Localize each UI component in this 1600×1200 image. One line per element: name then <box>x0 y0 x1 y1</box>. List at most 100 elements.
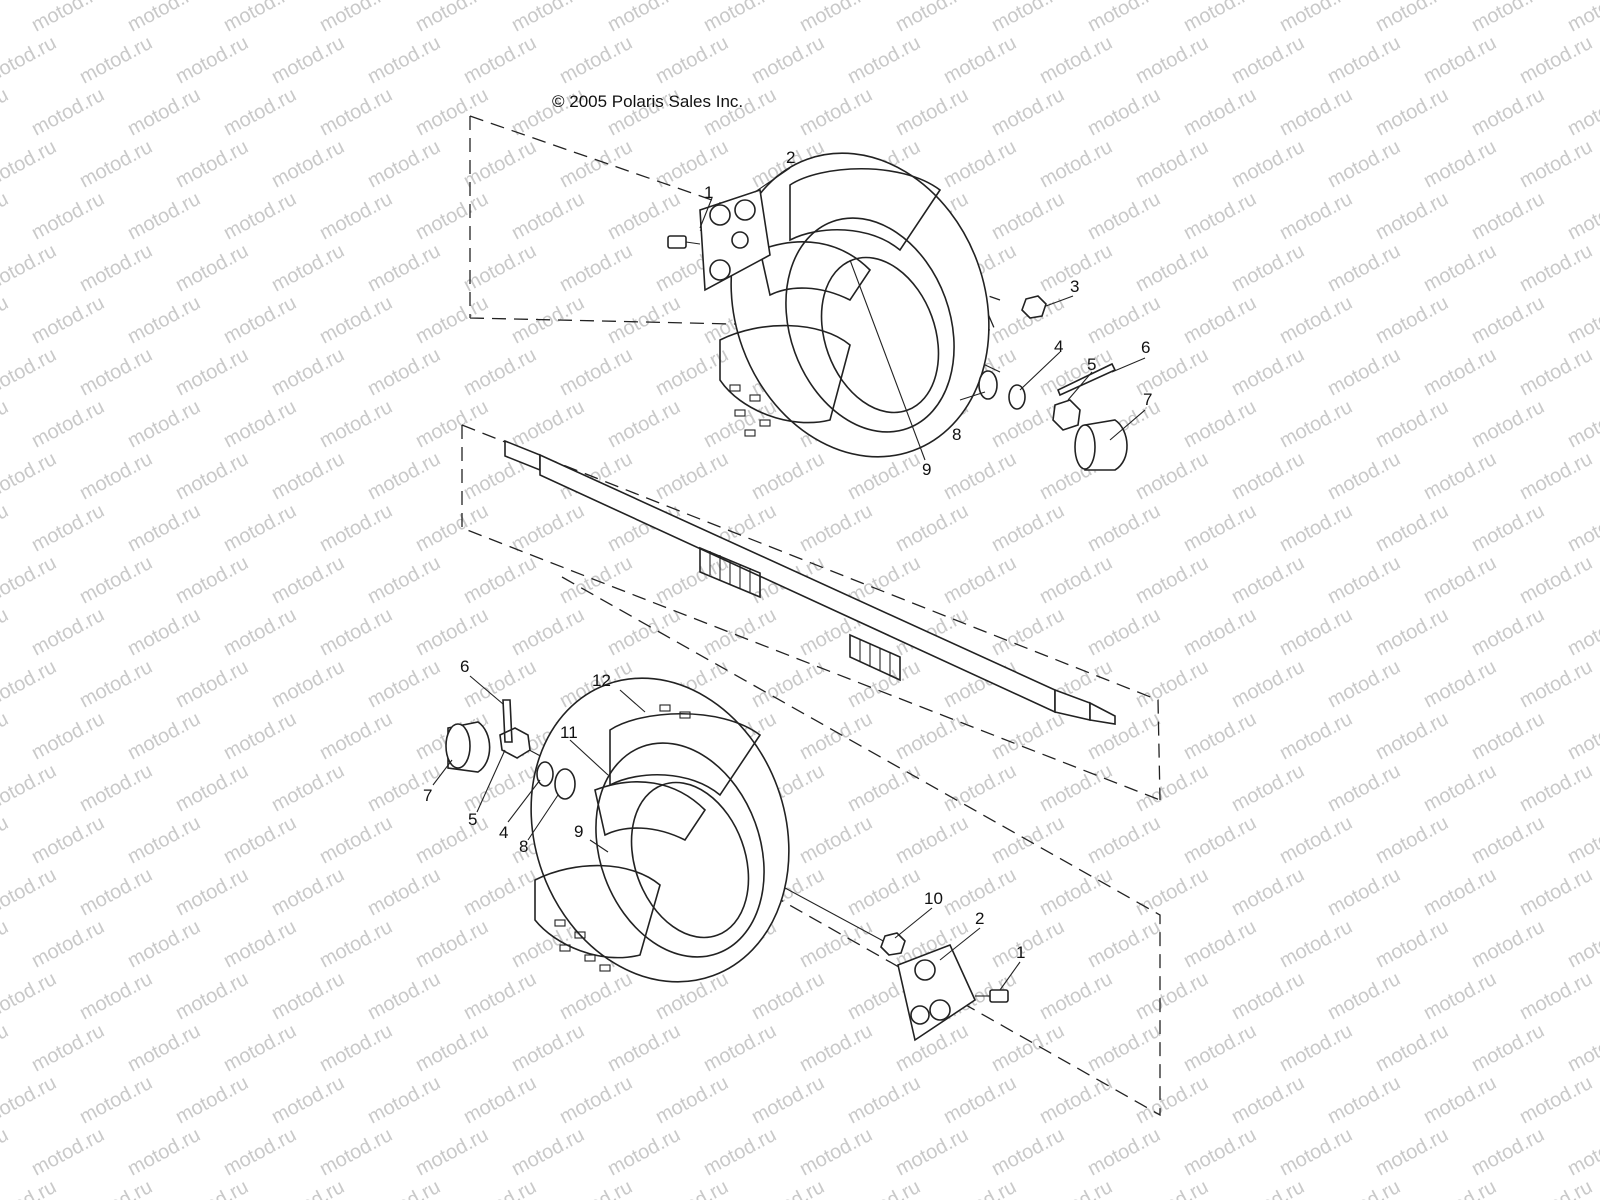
watermark-text: motod.ru <box>844 656 924 712</box>
watermark-text: motod.ru <box>1276 188 1356 244</box>
watermark-text: motod.ru <box>1564 1020 1600 1076</box>
callouts: 1 2 3 4 5 6 7 8 9 6 12 11 7 5 4 8 9 10 2… <box>423 148 1152 962</box>
bottom-tire <box>530 677 790 983</box>
watermark-text: motod.ru <box>604 396 684 452</box>
watermark-text: motod.ru <box>1180 1124 1260 1180</box>
watermark-text: motod.ru <box>652 1176 732 1200</box>
watermark-text: motod.ru <box>1228 552 1308 608</box>
watermark-text: motod.ru <box>1564 84 1600 140</box>
watermark-text: motod.ru <box>1228 864 1308 920</box>
bottom-castle-nut <box>499 727 531 759</box>
watermark-text: motod.ru <box>1228 760 1308 816</box>
watermark-text: motod.ru <box>1564 812 1600 868</box>
watermark-text: motod.ru <box>1372 0 1452 36</box>
watermark-text: motod.ru <box>76 448 156 504</box>
watermark-text: motod.ru <box>604 1020 684 1076</box>
watermark-text: motod.ru <box>364 1072 444 1128</box>
watermark-text: motod.ru <box>1132 864 1212 920</box>
watermark-text: motod.ru <box>412 1020 492 1076</box>
watermark-text: motod.ru <box>124 500 204 556</box>
watermark-text: motod.ru <box>1276 708 1356 764</box>
watermark-text: motod.ru <box>220 1020 300 1076</box>
watermark-text: motod.ru <box>844 760 924 816</box>
watermark-text: motod.ru <box>0 916 12 972</box>
watermark-text: motod.ru <box>1036 552 1116 608</box>
callout-top-7: 7 <box>1143 390 1152 409</box>
watermark-text: motod.ru <box>268 344 348 400</box>
callout-top-8: 8 <box>952 425 961 444</box>
watermark-text: motod.ru <box>796 812 876 868</box>
watermark-text: motod.ru <box>1324 1072 1404 1128</box>
watermark-text: motod.ru <box>460 240 540 296</box>
watermark-text: motod.ru <box>1228 448 1308 504</box>
watermark-text: motod.ru <box>1516 448 1596 504</box>
watermark-text: motod.ru <box>1084 1124 1164 1180</box>
watermark-text: motod.ru <box>940 448 1020 504</box>
bottom-wheel-assembly <box>445 576 1161 1117</box>
watermark-text: motod.ru <box>460 1072 540 1128</box>
watermark-text: motod.ru <box>268 448 348 504</box>
watermark-text: motod.ru <box>988 500 1068 556</box>
watermark-text: motod.ru <box>1228 1176 1308 1200</box>
watermark-text: motod.ru <box>1180 604 1260 660</box>
watermark-text: motod.ru <box>796 1020 876 1076</box>
watermark-text: motod.ru <box>1084 0 1164 36</box>
watermark-text: motod.ru <box>1468 916 1548 972</box>
watermark-text: motod.ru <box>76 1176 156 1200</box>
watermark-text: motod.ru <box>556 136 636 192</box>
watermark-text: motod.ru <box>1372 84 1452 140</box>
watermark-text: motod.ru <box>76 552 156 608</box>
watermark-text: motod.ru <box>364 136 444 192</box>
watermark-text: motod.ru <box>316 0 396 36</box>
watermark-text: motod.ru <box>940 1176 1020 1200</box>
watermark-text: motod.ru <box>892 0 972 36</box>
leader-lines <box>432 167 1146 991</box>
watermark-text: motod.ru <box>1372 500 1452 556</box>
watermark-text: motod.ru <box>172 760 252 816</box>
watermark-text: motod.ru <box>508 188 588 244</box>
watermark-text: motod.ru <box>0 500 12 556</box>
watermark-text: motod.ru <box>1516 968 1596 1024</box>
watermark-text: motod.ru <box>220 812 300 868</box>
watermark-text: motod.ru <box>748 1072 828 1128</box>
callout-bottom-7: 7 <box>423 786 432 805</box>
watermark-text: motod.ru <box>28 188 108 244</box>
watermark-text: motod.ru <box>268 864 348 920</box>
watermark-text: motod.ru <box>28 84 108 140</box>
watermark-text: motod.ru <box>0 188 12 244</box>
watermark-text: motod.ru <box>556 344 636 400</box>
callout-top-4: 4 <box>1054 337 1063 356</box>
watermark-text: motod.ru <box>1084 916 1164 972</box>
watermark-text: motod.ru <box>796 500 876 556</box>
watermark-text: motod.ru <box>220 500 300 556</box>
watermark-text: motod.ru <box>364 656 444 712</box>
watermark-text: motod.ru <box>0 864 60 920</box>
watermark-text: motod.ru <box>1420 864 1500 920</box>
watermark-text: motod.ru <box>124 916 204 972</box>
watermark-text: motod.ru <box>1324 1176 1404 1200</box>
watermark-text: motod.ru <box>1228 136 1308 192</box>
watermark-text: motod.ru <box>412 188 492 244</box>
watermark-text: motod.ru <box>220 916 300 972</box>
watermark-text: motod.ru <box>28 292 108 348</box>
watermark-text: motod.ru <box>1468 188 1548 244</box>
callout-bottom-9: 9 <box>574 822 583 841</box>
watermark-text: motod.ru <box>940 760 1020 816</box>
watermark-text: motod.ru <box>1084 84 1164 140</box>
watermark-text: motod.ru <box>172 968 252 1024</box>
watermark-text: motod.ru <box>748 656 828 712</box>
watermark-text: motod.ru <box>412 84 492 140</box>
watermark-text: motod.ru <box>1276 916 1356 972</box>
watermark-text: motod.ru <box>1324 240 1404 296</box>
watermark-text: motod.ru <box>1372 604 1452 660</box>
watermark-text: motod.ru <box>0 968 60 1024</box>
watermark-text: motod.ru <box>76 968 156 1024</box>
watermark-text: motod.ru <box>1276 0 1356 36</box>
callout-top-5: 5 <box>1087 355 1096 374</box>
watermark-text: motod.ru <box>172 344 252 400</box>
watermark-text: motod.ru <box>28 604 108 660</box>
watermark-text: motod.ru <box>604 0 684 36</box>
watermark-text: motod.ru <box>556 240 636 296</box>
watermark-text: motod.ru <box>0 292 12 348</box>
watermark-text: motod.ru <box>1132 760 1212 816</box>
